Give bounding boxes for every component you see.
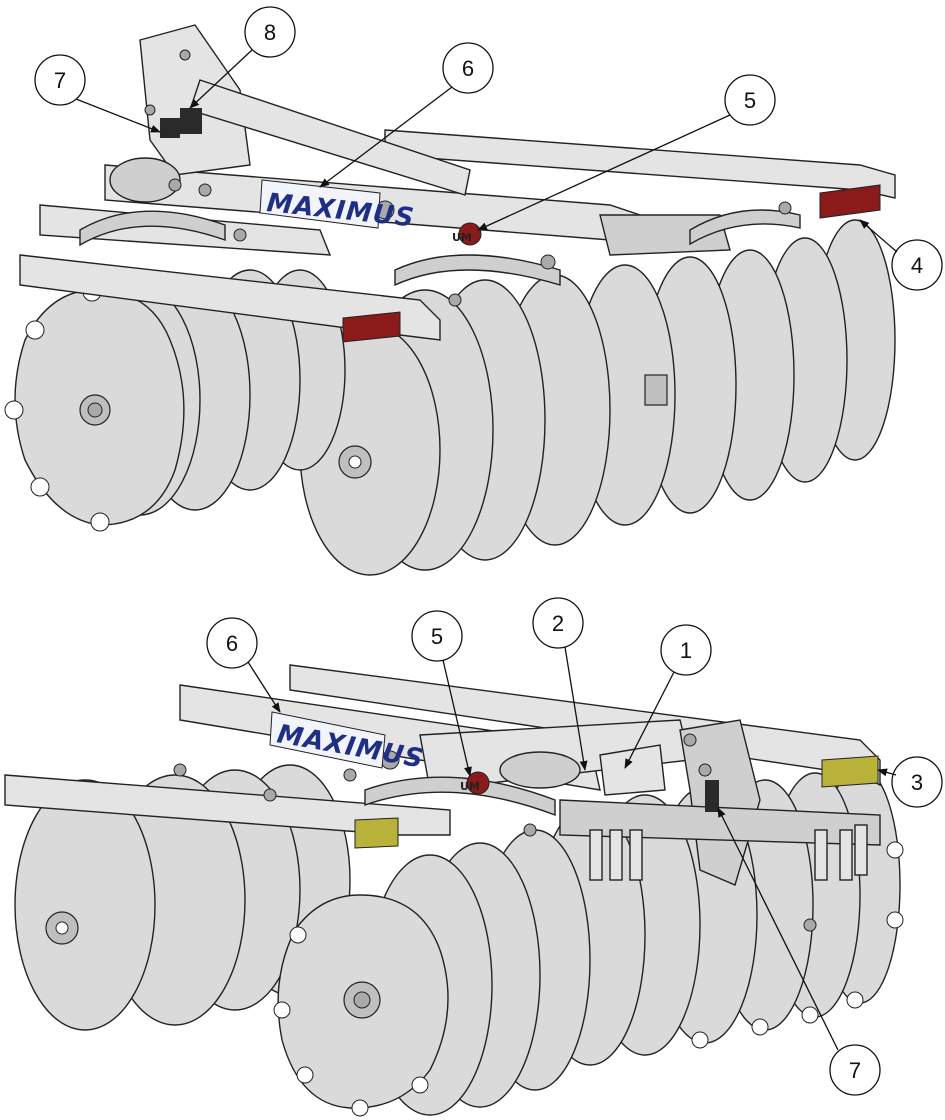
- rear-view-machine: MAXIMUS UM: [4, 24, 896, 576]
- callout-label: 4: [911, 253, 923, 278]
- hitch-tower: [679, 719, 761, 886]
- front-view-callouts: 6 5 2 1 3 7: [206, 597, 943, 1096]
- disc-notches: [273, 926, 429, 1117]
- yellow-reflector-left: [354, 817, 399, 849]
- yellow-reflector-right: [821, 755, 879, 788]
- callout-6-top: 6: [319, 42, 494, 188]
- disc-notches: [4, 282, 110, 532]
- frame-bolts: [173, 733, 817, 932]
- disc-gang-left: [4, 269, 346, 532]
- callout-7-bottom: 7: [717, 807, 881, 1096]
- axle-bearing: [644, 374, 668, 406]
- callout-2-bottom: 2: [532, 597, 588, 771]
- angle-adjuster-center: [394, 254, 561, 287]
- hub-hole: [55, 921, 69, 935]
- disc-gang-right: [299, 219, 896, 576]
- callout-7-top: 7: [34, 54, 161, 133]
- disc-front: [14, 779, 156, 1031]
- callout-label: 1: [680, 638, 692, 663]
- hub-nut: [353, 991, 371, 1009]
- um-logo-bottom: UM: [460, 771, 490, 795]
- hitch-drum: [109, 157, 181, 203]
- red-reflector-right: [819, 184, 881, 219]
- hitch-drum: [499, 751, 581, 789]
- disc-gang-center: [273, 829, 591, 1117]
- warning-decal-8: [180, 108, 202, 134]
- front-crossbar: [4, 774, 451, 836]
- red-reflector-left: [342, 311, 401, 343]
- callout-8-top: 8: [189, 6, 296, 109]
- angle-adjuster-center: [364, 776, 556, 817]
- hub-hole: [348, 455, 362, 469]
- callout-label: 7: [849, 1058, 861, 1083]
- front-frame: [4, 664, 881, 886]
- warning-decal-7: [705, 780, 719, 812]
- front-crossbar: [19, 254, 441, 341]
- callout-label: 7: [54, 68, 66, 93]
- front-view-machine: MAXIMUS UM: [4, 664, 904, 1117]
- angle-adjuster-left: [79, 210, 226, 247]
- callout-label: 5: [744, 88, 756, 113]
- rear-view-callouts: 7 8 6 5 4: [34, 6, 943, 291]
- callout-6-bottom: 6: [206, 617, 281, 713]
- um-logo-top: UM: [452, 222, 482, 246]
- angle-adjuster-right: [689, 209, 801, 246]
- callout-label: 6: [226, 631, 238, 656]
- warning-decal-7: [160, 118, 180, 138]
- hitch-plate: [599, 744, 666, 796]
- hub-nut: [87, 402, 103, 418]
- callout-label: 5: [431, 624, 443, 649]
- callout-4-top: 4: [859, 219, 943, 291]
- disc-scrapers: [589, 824, 868, 881]
- callout-label: 8: [264, 20, 276, 45]
- callout-label: 2: [552, 611, 564, 636]
- callout-5-bottom: 5: [411, 610, 472, 777]
- frame-bolts: [144, 49, 792, 307]
- callout-label: 3: [911, 770, 923, 795]
- callout-1-bottom: 1: [624, 624, 712, 769]
- callout-label: 6: [462, 56, 474, 81]
- callout-5-top: 5: [477, 74, 776, 231]
- callout-3-bottom: 3: [877, 756, 943, 808]
- um-logo-text-bottom: UM: [460, 780, 480, 793]
- disc-notches: [691, 841, 904, 1049]
- um-logo-text-top: UM: [452, 231, 472, 244]
